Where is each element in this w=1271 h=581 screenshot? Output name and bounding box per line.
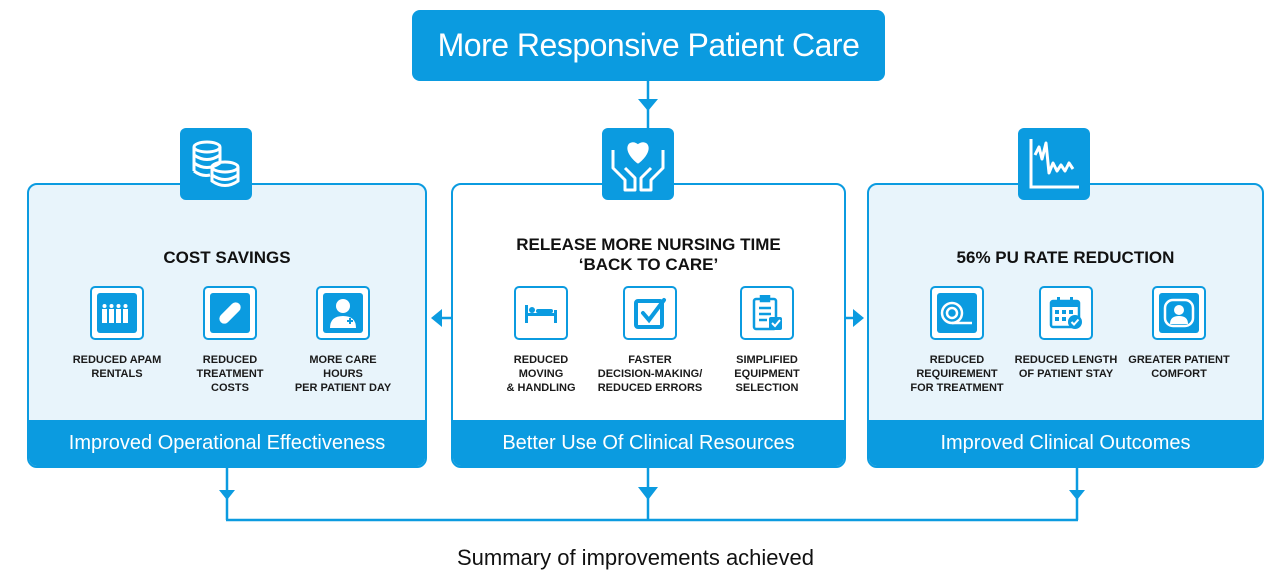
checklist-icon — [740, 286, 794, 340]
panel-footer: Improved Clinical Outcomes — [869, 420, 1262, 466]
item-label: SIMPLIFIED EQUIPMENT SELECTION — [734, 354, 800, 394]
item-label: REDUCED APAM RENTALS — [72, 354, 162, 380]
item-greater-patient-comfort: GREATER PATIENT COMFORT — [1119, 286, 1239, 381]
panel-heading: 56% PU RATE REDUCTION — [956, 248, 1175, 267]
rental-beds-icon — [90, 286, 144, 340]
panel-footer: Improved Operational Effectiveness — [29, 420, 425, 466]
item-label: REDUCED MOVING & HANDLING — [506, 354, 576, 394]
coins-icon — [180, 128, 252, 200]
item-label: REDUCED TREATMENT COSTS — [196, 354, 264, 394]
panel-heading-line1: RELEASE MORE NURSING TIME — [516, 235, 781, 254]
item-faster-decision-making: FASTER DECISION-MAKING/ REDUCED ERRORS — [590, 286, 710, 395]
item-reduced-length-stay: REDUCED LENGTH OF PATIENT STAY — [1006, 286, 1126, 381]
item-reduced-apam-rentals: REDUCED APAM RENTALS — [57, 286, 177, 381]
mattress-roll-icon — [930, 286, 984, 340]
arrow-down-mid — [638, 487, 658, 500]
item-more-care-hours: MORE CARE HOURS PER PATIENT DAY — [283, 286, 403, 395]
item-label: FASTER DECISION-MAKING/ REDUCED ERRORS — [597, 354, 703, 394]
item-label: MORE CARE HOURS PER PATIENT DAY — [294, 354, 392, 394]
panel-heading: COST SAVINGS — [163, 248, 291, 267]
item-label: GREATER PATIENT COMFORT — [1128, 354, 1230, 380]
chart-decline-icon — [1018, 128, 1090, 200]
item-reduced-moving-handling: REDUCED MOVING & HANDLING — [481, 286, 601, 395]
panel-cost-savings: COST SAVINGS REDUCED APAM RENTALS REDUCE… — [27, 183, 427, 468]
item-simplified-equipment-selection: SIMPLIFIED EQUIPMENT SELECTION — [707, 286, 827, 395]
item-reduced-treatment-costs: REDUCED TREATMENT COSTS — [170, 286, 290, 395]
checkbox-icon — [623, 286, 677, 340]
panel-heading-line2: ‘BACK TO CARE’ — [578, 255, 719, 274]
item-reduced-requirement-treatment: REDUCED REQUIREMENT FOR TREATMENT — [897, 286, 1017, 395]
panel-footer: Better Use Of Clinical Resources — [453, 420, 844, 466]
patient-comfort-icon — [1152, 286, 1206, 340]
panel-nursing-time: RELEASE MORE NURSING TIME ‘BACK TO CARE’… — [451, 183, 846, 468]
arrow-down-right — [1069, 490, 1085, 500]
calendar-check-icon — [1039, 286, 1093, 340]
arrow-left — [431, 309, 442, 327]
patient-bed-icon — [514, 286, 568, 340]
top-title: More Responsive Patient Care — [412, 10, 885, 81]
hands-heart-icon — [602, 128, 674, 200]
nurse-icon — [316, 286, 370, 340]
figure-caption: Summary of improvements achieved — [456, 545, 815, 570]
panel-pu-rate-reduction: 56% PU RATE REDUCTION REDUCED REQUIREMEN… — [867, 183, 1264, 468]
item-label: REDUCED REQUIREMENT FOR TREATMENT — [910, 354, 1004, 394]
arrow-down-top — [638, 99, 658, 111]
bandage-icon — [203, 286, 257, 340]
arrow-down-left — [219, 490, 235, 500]
item-label: REDUCED LENGTH OF PATIENT STAY — [1014, 354, 1118, 380]
arrow-right — [853, 309, 864, 327]
